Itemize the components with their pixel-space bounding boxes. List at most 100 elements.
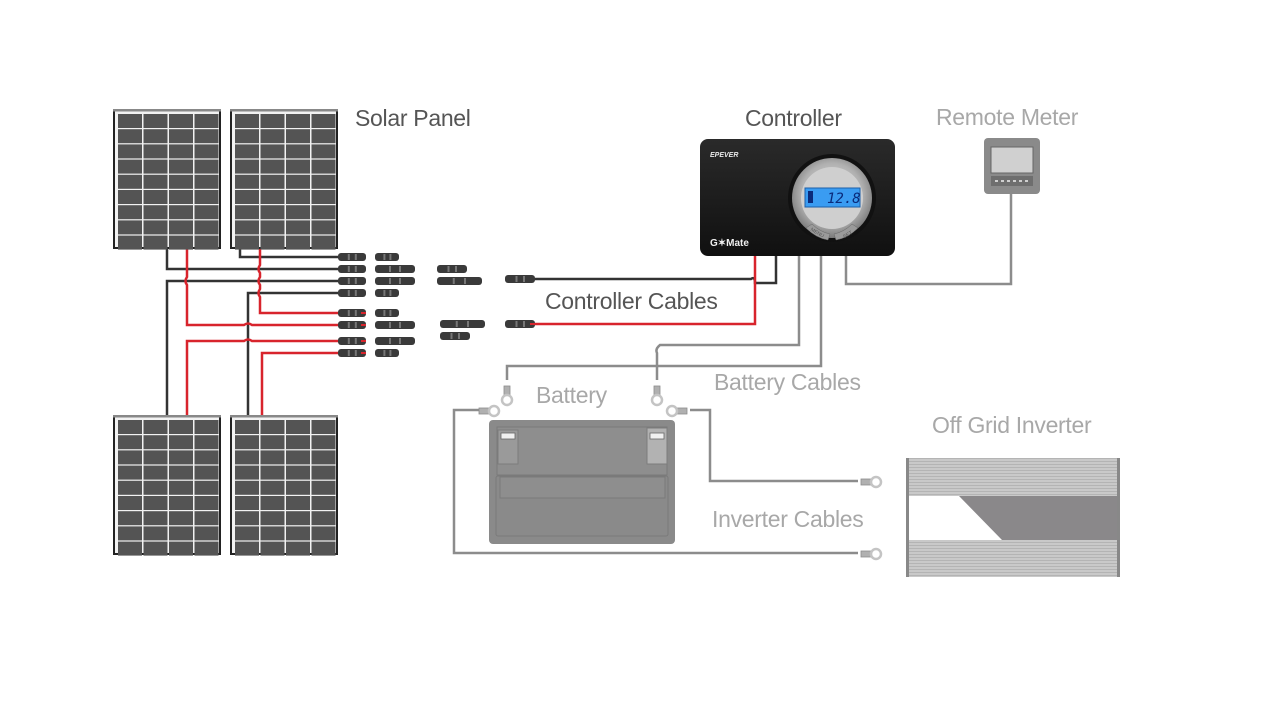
panel-cell bbox=[118, 480, 142, 495]
panel-cell bbox=[311, 496, 336, 510]
panel-cell bbox=[143, 129, 168, 144]
panel-cell bbox=[143, 541, 168, 556]
mc4-connector bbox=[375, 277, 415, 285]
panel-cell bbox=[286, 526, 310, 541]
off-grid-inverter[interactable] bbox=[906, 458, 1120, 577]
panel-cell bbox=[311, 190, 336, 204]
panel-cell bbox=[143, 526, 168, 541]
panel-cell bbox=[143, 174, 168, 189]
panel-cell bbox=[235, 235, 259, 250]
panel-cell bbox=[235, 205, 259, 220]
panel-cell bbox=[286, 114, 310, 128]
panel-cell bbox=[118, 526, 142, 541]
panel-cell bbox=[169, 541, 193, 556]
solar-panel-top-right[interactable] bbox=[230, 109, 338, 250]
panel-cell bbox=[311, 450, 336, 465]
panel-cell bbox=[235, 420, 259, 434]
remote-meter-keypad bbox=[991, 176, 1033, 186]
panel-cell bbox=[260, 465, 285, 480]
battery[interactable] bbox=[489, 420, 675, 544]
panel-cell bbox=[311, 465, 336, 480]
remote-meter-screen bbox=[990, 146, 1034, 174]
panel-cell bbox=[235, 450, 259, 465]
panel-cell bbox=[311, 420, 336, 434]
remote-meter[interactable] bbox=[984, 138, 1040, 194]
mc4-connector bbox=[375, 265, 415, 273]
panel-cell bbox=[286, 220, 310, 235]
panel-cell bbox=[143, 420, 168, 434]
panel-cell bbox=[260, 420, 285, 434]
panel-cell bbox=[311, 220, 336, 235]
panel-cell bbox=[118, 511, 142, 526]
panel-cell bbox=[169, 114, 193, 128]
battery-handle bbox=[499, 476, 666, 499]
controller-cable-positive bbox=[535, 255, 757, 326]
panel-cell bbox=[118, 114, 142, 128]
inverter-cables bbox=[452, 408, 858, 555]
panel-cell bbox=[169, 220, 193, 235]
panel-cell bbox=[194, 511, 219, 526]
panel-cell bbox=[194, 435, 219, 450]
charge-controller[interactable]: EPEVER G✶Mate 12.8 MENU SET bbox=[700, 139, 895, 256]
panel-cell bbox=[169, 435, 193, 450]
panel-cell bbox=[235, 129, 259, 144]
wire-pos-1 bbox=[184, 248, 340, 327]
panel-cell bbox=[169, 420, 193, 434]
panel-cell bbox=[143, 190, 168, 204]
panel-cell bbox=[286, 235, 310, 250]
solar-panel-bottom-right[interactable] bbox=[230, 415, 338, 556]
panel-cell bbox=[286, 496, 310, 510]
battery-top-panel bbox=[496, 426, 668, 476]
panel-cell bbox=[143, 235, 168, 250]
solar-panel-top-left[interactable] bbox=[113, 109, 221, 250]
panel-cell bbox=[169, 205, 193, 220]
label-inverter-cables: Inverter Cables bbox=[712, 506, 864, 532]
panel-cell bbox=[286, 465, 310, 480]
solar-panel-bottom-left[interactable] bbox=[113, 415, 221, 556]
panel-cell bbox=[118, 174, 142, 189]
mc4-connector bbox=[505, 320, 535, 328]
panel-cell bbox=[260, 450, 285, 465]
panel-cell bbox=[260, 235, 285, 250]
panel-cell bbox=[235, 526, 259, 541]
mc4-connector bbox=[338, 309, 366, 317]
panel-cells bbox=[118, 420, 219, 556]
panel-cell bbox=[143, 205, 168, 220]
panel-cell bbox=[169, 465, 193, 480]
panel-cells bbox=[118, 114, 219, 250]
panel-cell bbox=[311, 114, 336, 128]
lcd-voltage-readout: 12.8 bbox=[827, 191, 861, 207]
panel-cell bbox=[143, 465, 168, 480]
controller-brand-logo: EPEVER bbox=[710, 152, 738, 159]
panel-cell bbox=[118, 159, 142, 174]
panel-cell bbox=[260, 129, 285, 144]
panel-cell bbox=[118, 190, 142, 204]
ring-terminal bbox=[478, 404, 501, 418]
remote-meter-keys bbox=[995, 180, 1028, 182]
set-button[interactable]: SET bbox=[833, 223, 859, 241]
panel-cell bbox=[143, 450, 168, 465]
inverter-right-edge bbox=[1117, 458, 1120, 577]
ring-terminal bbox=[500, 385, 514, 407]
panel-cell bbox=[169, 480, 193, 495]
panel-cell bbox=[194, 114, 219, 128]
mc4-connector bbox=[440, 332, 470, 340]
mc4-connector bbox=[375, 309, 399, 317]
panel-cell bbox=[143, 159, 168, 174]
panel-cell bbox=[194, 465, 219, 480]
panel-cell bbox=[260, 496, 285, 510]
solar-array-wiring bbox=[165, 248, 340, 416]
panel-cell bbox=[286, 159, 310, 174]
panel-cell bbox=[194, 144, 219, 159]
panel-cell bbox=[311, 526, 336, 541]
panel-cell bbox=[260, 526, 285, 541]
panel-cell bbox=[169, 450, 193, 465]
mc4-connector bbox=[505, 275, 535, 283]
controller-model-label: G✶Mate bbox=[710, 238, 749, 249]
panel-cell bbox=[311, 174, 336, 189]
panel-cell bbox=[260, 220, 285, 235]
panel-cell bbox=[194, 450, 219, 465]
panel-cell bbox=[235, 541, 259, 556]
panel-cell bbox=[311, 159, 336, 174]
